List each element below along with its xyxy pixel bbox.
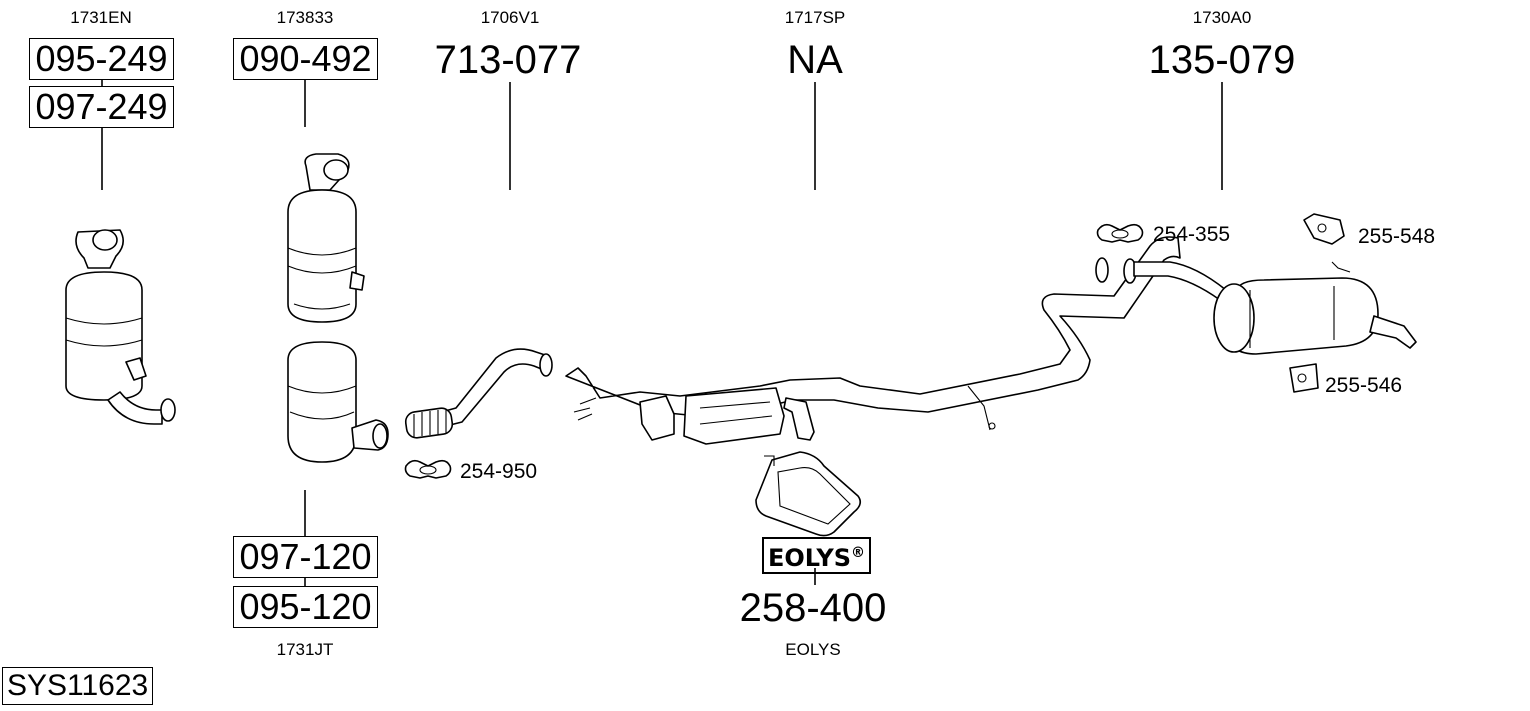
front-pipe-drawing	[404, 348, 553, 439]
catalyst-b-bottom-drawing	[287, 341, 389, 463]
part-number-258-400[interactable]: 258-400	[739, 586, 887, 630]
part-number-box-097-120[interactable]: 097-120	[233, 536, 378, 578]
clamp-254-950-drawing	[404, 459, 452, 479]
additive-tank-drawing	[755, 451, 862, 537]
eolys-logo: EOLYS®	[762, 537, 872, 574]
part-number-box-095-249[interactable]: 095-249	[29, 38, 174, 80]
catalyst-b-top-drawing	[287, 153, 365, 323]
middle-section-drawing	[565, 236, 1181, 445]
clamp-part-number-254-950[interactable]: 254-950	[460, 460, 538, 483]
system-id-label: SYS11623	[2, 667, 154, 705]
oem-label-front-pipe: 1706V1	[480, 8, 540, 27]
catalyst-a-drawing	[65, 229, 176, 425]
clamp-254-355-drawing	[1096, 223, 1144, 243]
oem-label-additive: EOLYS	[785, 640, 841, 659]
clamp-part-number-254-355[interactable]: 254-355	[1153, 223, 1231, 246]
part-number-box-090-492[interactable]: 090-492	[233, 38, 378, 80]
oem-label-middle-section: 1717SP	[784, 8, 846, 27]
hanger-255-546-drawing	[1289, 363, 1319, 393]
oem-label-catalyst-a: 1731EN	[70, 8, 132, 27]
part-number-box-095-120[interactable]: 095-120	[233, 586, 378, 628]
eolys-logo-text: EOLYS	[768, 544, 852, 572]
part-number-na: NA	[787, 38, 843, 82]
oem-label-rear-silencer: 1730A0	[1192, 8, 1252, 27]
eolys-logo-mark: ®	[851, 545, 866, 561]
oem-label-catalyst-b-bottom: 1731JT	[276, 640, 334, 659]
part-number-box-097-249[interactable]: 097-249	[29, 86, 174, 128]
hanger-part-number-255-546[interactable]: 255-546	[1325, 374, 1403, 397]
rear-silencer-drawing	[1123, 258, 1417, 355]
hanger-part-number-255-548[interactable]: 255-548	[1358, 225, 1436, 248]
part-number-135-079[interactable]: 135-079	[1148, 38, 1296, 82]
oem-label-catalyst-b-top: 173833	[276, 8, 334, 27]
hanger-255-548-drawing	[1303, 213, 1345, 245]
part-number-713-077[interactable]: 713-077	[434, 38, 582, 82]
